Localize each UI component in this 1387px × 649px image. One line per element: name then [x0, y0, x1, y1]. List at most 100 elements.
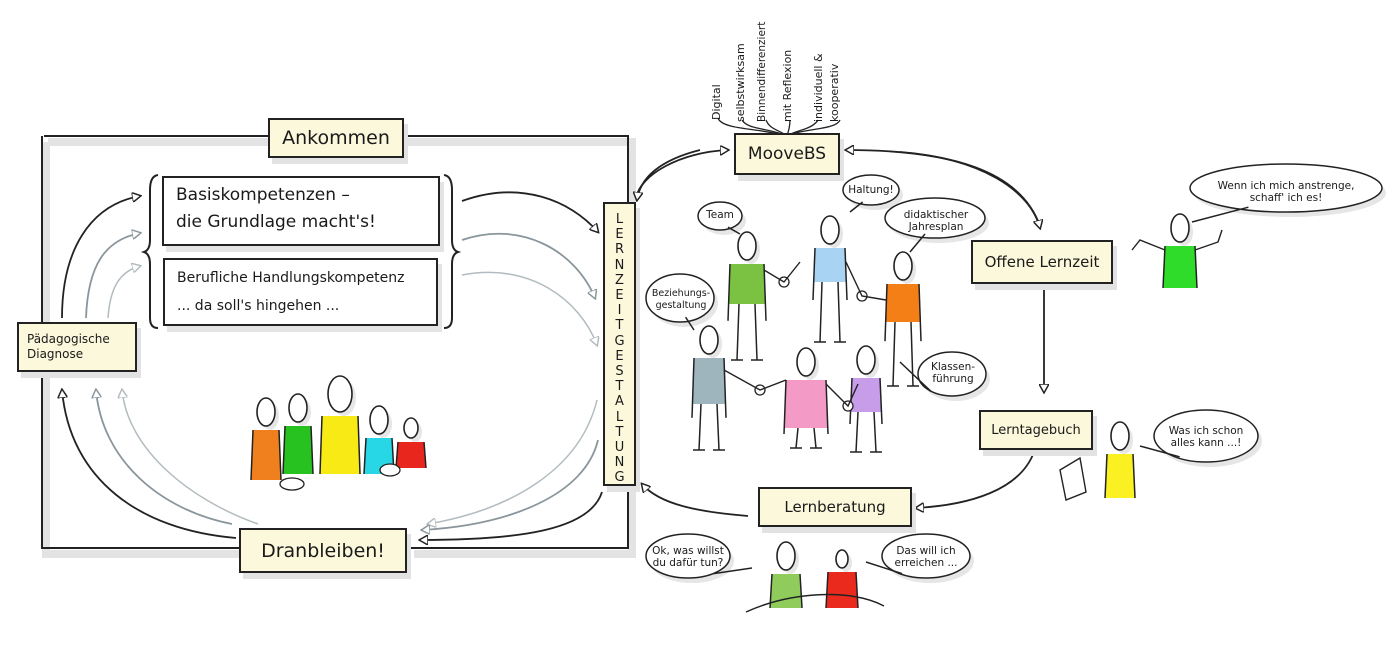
book-icon — [1059, 456, 1087, 501]
bubble-tail — [713, 567, 753, 575]
lernzeit-letter: S — [615, 364, 624, 380]
hand — [279, 477, 305, 491]
bubble-klassen-line2: führung — [932, 373, 974, 385]
shirt — [320, 416, 360, 474]
label-lernberatung-text: Lernberatung — [784, 498, 886, 516]
bubble-kann — [1139, 409, 1262, 467]
lernzeit-letter: G — [614, 470, 625, 486]
lernzeit-letter: N — [614, 257, 625, 273]
moove-attr-kooperativ: kooperativ — [828, 63, 841, 122]
lernzeit-letter: T — [615, 318, 624, 334]
hand — [379, 463, 401, 477]
shirt — [692, 358, 726, 404]
bubble-klassen-line1: Klassen- — [930, 361, 976, 373]
label-lerntagebuch-text: Lerntagebuch — [991, 422, 1081, 438]
torso-lines — [1162, 245, 1198, 289]
card-basis-line1: Basiskompetenzen – — [176, 185, 350, 205]
person-figure — [250, 397, 282, 481]
bubble-klassen — [899, 351, 990, 401]
shirt — [850, 378, 882, 412]
person-figure — [282, 393, 314, 475]
bubble-haltung — [842, 174, 903, 213]
head — [699, 325, 719, 355]
label-moovebs: MooveBS — [734, 133, 840, 175]
bubble-tun-text: Ok, was willst du dafür tun? — [646, 545, 730, 569]
bubble-klassen-text: Klassen- führung — [922, 361, 984, 385]
lernzeit-letter: E — [615, 348, 624, 364]
person-figure — [363, 405, 395, 475]
bubble-anstrengen-line2: schaff' ich es! — [1249, 192, 1323, 204]
arms — [723, 261, 887, 408]
bubble-haltung-text: Haltung! — [848, 184, 894, 196]
shirt — [885, 284, 921, 322]
shirt — [784, 380, 828, 428]
bubble-tail — [849, 201, 864, 213]
head — [288, 393, 308, 423]
right-figures — [745, 213, 1223, 613]
table-edge — [745, 593, 885, 613]
dranbleiben-to-diagnose-arrows — [62, 390, 259, 539]
bubble-anstrengen-line1: Wenn ich mich anstrenge, — [1217, 180, 1355, 192]
student-group — [250, 375, 427, 491]
shirt — [1163, 246, 1197, 288]
bubble-outline — [645, 273, 715, 323]
torso-lines — [884, 283, 922, 342]
card-basis-line2: die Grundlage macht's! — [176, 212, 376, 232]
person-figure — [727, 231, 767, 361]
bubble-erreichen-line2: erreichen ... — [894, 557, 958, 569]
bubble-team — [697, 201, 746, 235]
shirt — [826, 572, 858, 608]
bubble-tun-line1: Ok, was willst — [652, 545, 724, 557]
moove-attr-individuell: individuell & — [812, 53, 825, 122]
legs — [790, 427, 822, 449]
lernzeit-to-dranbleiben-arrows — [420, 399, 603, 540]
person-figure — [849, 345, 883, 453]
label-dranbleiben-text: Dranbleiben! — [261, 539, 385, 562]
torso-lines — [250, 429, 282, 481]
head — [820, 215, 840, 245]
card-beruf-line1: Berufliche Handlungskompetenz — [177, 270, 405, 286]
person-figure — [319, 375, 361, 475]
label-ankommen-text: Ankommen — [282, 127, 390, 149]
head — [1110, 421, 1130, 451]
bubble-jahresplan-text: didaktischer Jahresplan — [888, 209, 984, 233]
bubble-outline — [884, 197, 986, 239]
label-ankommen: Ankommen — [268, 118, 404, 158]
bubble-outline — [1153, 409, 1259, 463]
lernzeit-letter: G — [614, 333, 625, 349]
torso-lines — [395, 441, 427, 469]
bubble-outline — [917, 351, 987, 397]
moove-attr-selbstwirksam: selbstwirksam — [734, 43, 747, 122]
torso-lines — [319, 415, 361, 475]
head — [856, 345, 876, 375]
bubble-jahresplan-line1: didaktischer — [903, 209, 969, 221]
bubble-beziehung-text: Beziehungs- gestaltung — [648, 288, 714, 312]
bubble-tun — [645, 533, 753, 583]
lernzeit-letter: A — [615, 394, 624, 410]
moove-arrows — [633, 150, 1040, 228]
head — [776, 541, 796, 571]
lernzeit-letter: Z — [615, 272, 624, 288]
cards-to-lernzeit-arrows — [461, 191, 598, 345]
person-figure — [1104, 421, 1136, 499]
bubble-outline — [697, 201, 743, 231]
shirt — [770, 574, 802, 608]
label-offene-lernzeit: Offene Lernzeit — [971, 240, 1113, 284]
bubble-jahresplan-line2: Jahresplan — [908, 221, 964, 233]
person-figure — [769, 541, 803, 609]
left-brace — [140, 174, 159, 329]
label-offene-lernzeit-text: Offene Lernzeit — [984, 253, 1100, 271]
bubble-jahresplan — [884, 197, 989, 253]
bubble-team-text: Team — [706, 209, 734, 221]
bubble-outline — [842, 174, 900, 206]
lernzeit-letter: E — [615, 227, 624, 243]
torso-lines — [825, 571, 859, 609]
bubble-outline — [881, 533, 971, 579]
legs — [693, 403, 725, 451]
bubble-kann-text: Was ich schon alles kann ...! — [1156, 425, 1256, 449]
bubble-beziehung-line2: gestaltung — [655, 300, 707, 311]
torso-lines — [783, 379, 829, 435]
lernzeit-letter: T — [615, 424, 624, 440]
person-figure — [783, 347, 829, 449]
lernzeit-letter: T — [615, 379, 624, 395]
